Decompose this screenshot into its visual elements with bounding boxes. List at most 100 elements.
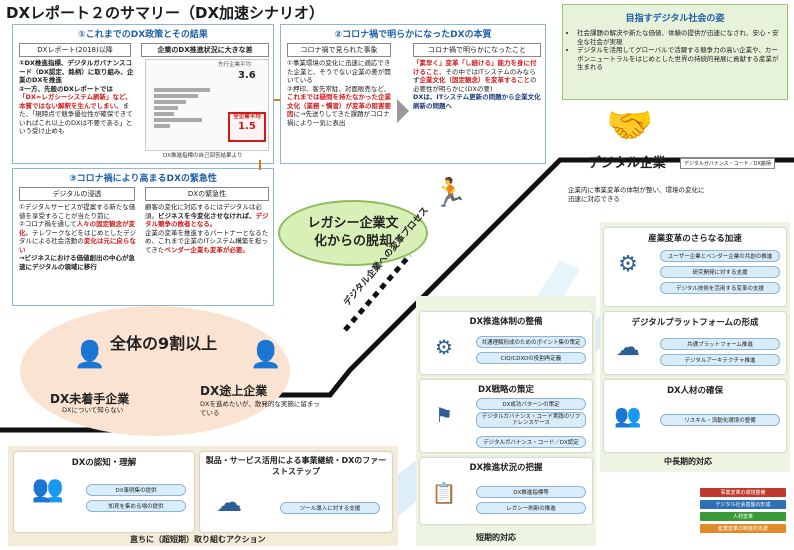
dx-in-progress-label: DX途上企業 bbox=[200, 384, 268, 398]
panel-right-text: 顧客の変化に対応するにはデジタルは必須。ビジネスを今変化させなければ、デジタル競… bbox=[145, 203, 269, 254]
cloud-money-icon: ☁ bbox=[216, 488, 242, 518]
immediate-card: 製品・サービス活用による事業継続・DXのファーストステップ ☁ ツール導入に対す… bbox=[200, 452, 392, 532]
card-pill: デジタル技術を活用する変革の支援 bbox=[660, 282, 780, 294]
immediate-card: DXの認知・理解 👥 DX事例集の提供 知見を集める場の提供 bbox=[14, 452, 194, 532]
legacy-culture-cloud: レガシー企業文化からの脱却 bbox=[278, 200, 428, 266]
chart-bars bbox=[154, 88, 234, 138]
card-title: 産業変革のさらなる加速 bbox=[648, 234, 742, 244]
digital-company-label: デジタル企業 bbox=[588, 156, 666, 171]
text-red: 「素早く」変革「し続ける」能力を身に付けること bbox=[413, 59, 537, 76]
cloud-text: レガシー企業文化からの脱却 bbox=[307, 216, 399, 249]
card-pill: デジタルガバナンス・コード／DX認定 bbox=[476, 436, 586, 448]
card-title: DX推進体制の整備 bbox=[469, 317, 543, 327]
panel-title: ②コロナ禍で明らかになったDXの本質 bbox=[334, 30, 492, 40]
text-2: ②一方、先般のDXレポートでは bbox=[19, 84, 113, 93]
dx-not-started-label: DX未着手企業 bbox=[50, 392, 130, 406]
text-red-2: ベンダー企業も変革が必要。 bbox=[164, 245, 249, 254]
panel-right-text: 「素早く」変革「し続ける」能力を身に付けること、その中ではITシステムのみならず… bbox=[413, 59, 541, 110]
text-bold: ビジネスを今変化させなければ、 bbox=[158, 211, 256, 220]
legend-item: 産業変革の制度的支援 bbox=[700, 524, 786, 533]
card-title: DX人材の確保 bbox=[666, 386, 724, 396]
card-pill: ツール導入に対する支援 bbox=[280, 502, 380, 514]
legend-item: 事業変革の環境整備 bbox=[700, 488, 786, 497]
chart-label-bottom: 全企業平均 bbox=[233, 114, 261, 120]
mid-footer: 中長期的対応 bbox=[664, 457, 712, 466]
text-red-2: 企業文化（固定観念）を変革すること bbox=[419, 76, 531, 84]
short-card: DX推進状況の把握 📋 DX推進指標等 レガシー刷新の推進 bbox=[420, 458, 592, 524]
card-title: デジタルプラットフォームの形成 bbox=[631, 318, 759, 328]
chart-caption: DX推進指標の自己回答結果より bbox=[163, 153, 243, 159]
card-pill: ユーザー企業とベンダー企業の共創の推進 bbox=[660, 250, 780, 262]
goal-bullet: デジタルを活用してグローバルで活躍する競争力の高い企業や、カーボンニュートラルを… bbox=[577, 46, 783, 72]
card-pill: デジタルアーキテクチャ推進 bbox=[660, 354, 780, 366]
card-pill: 研究開発に対する支援 bbox=[660, 266, 780, 278]
panel-past-policy: ①これまでのDX政策とその結果 DXレポート(2018)以降 ①DX推進指標、デ… bbox=[12, 24, 274, 164]
text-2: ②押印、客先常駐、対面販売など、 bbox=[287, 84, 391, 93]
text-1: ①デジタルサービスが提案する新たな価値を享受することが当たり前に bbox=[19, 203, 136, 220]
card-title: DXの認知・理解 bbox=[71, 458, 137, 468]
mid-card: デジタルプラットフォームの形成 ☁ 共通プラットフォーム推進 デジタルアーキテク… bbox=[604, 312, 786, 374]
panel-covid-essence: ②コロナ禍で明らかになったDXの本質 コロナ禍で見られた事象 ①事業環境の変化に… bbox=[280, 24, 546, 164]
card-pill: DX事例集の提供 bbox=[86, 484, 186, 496]
legend-item: 人材変革 bbox=[700, 512, 786, 521]
card-pill: DX推進指標等 bbox=[476, 486, 586, 498]
panel-right-header: 企業のDX推進状況に大きな差 bbox=[141, 43, 269, 57]
thinking-person-icon: 👤 bbox=[73, 340, 107, 370]
card-pill: 共通理解形成のためのポイント集の策定 bbox=[476, 336, 586, 348]
text-1: 顧客の変化に対応するにはデジタルは必須。 bbox=[145, 203, 262, 220]
card-pill: 知見を集める場の提供 bbox=[86, 500, 186, 512]
text-red: これまでは疑問を持たなかった企業文化（業務・慣習）が変革の阻害要因 bbox=[287, 93, 391, 118]
majority-text: 全体の9割以上 bbox=[110, 334, 218, 353]
short-footer: 短期的対応 bbox=[476, 533, 516, 542]
panel-right-header: コロナ禍で明らかになったこと bbox=[413, 43, 541, 57]
text-2: の必要性が明らかに(DXの要) bbox=[413, 76, 537, 93]
page-title: DXレポート２のサマリー（DX加速シナリオ） bbox=[6, 4, 325, 22]
digital-company-tag: デジタルガバナンス・コード／DX銘柄 bbox=[680, 158, 775, 169]
text-red: 「DX=レガシーシステム刷新」など、本質ではない解釈を生んでしまい、 bbox=[19, 93, 132, 110]
panel-left-header: DXレポート(2018)以降 bbox=[19, 43, 131, 57]
text-1: ①事業環境の変化に迅速に適応できた企業と、そうでない企業の差が開いている bbox=[287, 59, 391, 84]
panel-left-text: ①事業環境の変化に迅速に適応できた企業と、そうでない企業の差が開いている ②押印… bbox=[287, 59, 395, 127]
flag-map-icon: ⚑ bbox=[435, 403, 453, 427]
people-icon: 👥 bbox=[614, 404, 642, 429]
dx-not-started-desc: DXについて知らない bbox=[62, 406, 124, 414]
chart-value-top: 3.6 bbox=[238, 70, 256, 81]
card-pill: 共通プラットフォーム推進 bbox=[660, 338, 780, 350]
text-red-2: 変化は元に戻らない bbox=[19, 237, 136, 254]
short-card: DX戦略の策定 ⚑ DX成功パターンの策定 デジタルガバナンス・コード実践のリフ… bbox=[420, 380, 592, 452]
chart-highlight: 全企業平均 1.5 bbox=[228, 112, 266, 142]
person-icon: 👤 bbox=[249, 340, 283, 370]
text-red: デジタル競争の敗者となる。 bbox=[145, 211, 269, 229]
text-1: ①DX推進指標、デジタルガバナンスコード（DX認定、銘柄）に取り組み、企業のDX… bbox=[19, 59, 134, 84]
people-icon: 👥 bbox=[31, 474, 65, 504]
chart-value-bottom: 1.5 bbox=[238, 121, 256, 132]
legend-item: デジタル社会基盤の形成 bbox=[700, 500, 786, 509]
text-red: 人々の固定観念が変化 bbox=[19, 220, 136, 237]
mid-card: DX人材の確保 👥 リスキル・流動化環境の整備 bbox=[604, 380, 786, 452]
panel-urgency: ③コロナ禍により高まるDXの緊急性 デジタルの浸透 ①デジタルサービスが提案する… bbox=[12, 168, 274, 306]
arrow-right-icon bbox=[397, 99, 409, 123]
network-people-icon: ⚙ bbox=[618, 252, 638, 277]
goal-title: 目指すデジタル社会の姿 bbox=[625, 14, 725, 24]
panel-left-header: コロナ禍で見られた事象 bbox=[287, 43, 391, 57]
text-2: ②コロナ禍を通して bbox=[19, 220, 77, 228]
majority-ellipse bbox=[20, 306, 290, 436]
text-3: 。テレワークなどをはじめとしたデジタルによる社会活動の bbox=[19, 228, 136, 246]
mid-card: 産業変革のさらなる加速 ⚙ ユーザー企業とベンダー企業の共創の推進 研究開発に対… bbox=[604, 228, 786, 306]
dx-in-progress-desc: DXを進めたいが、散発的な実施に留まっている bbox=[200, 400, 320, 417]
panel-title: ①これまでのDX政策とその結果 bbox=[78, 30, 208, 40]
text-1: 、その中ではITシステムのみならず bbox=[413, 67, 536, 85]
panel-left-text: ①デジタルサービスが提案する新たな価値を享受することが当たり前に ②コロナ禍を通… bbox=[19, 203, 139, 271]
handshake-icon: 🤝 bbox=[606, 103, 654, 147]
digital-company-desc: 企業内に事業変革の体制が整い、環境の変化に迅速に対応できる bbox=[568, 186, 705, 203]
card-title: 製品・サービス活用による事業継続・DXのファーストステップ bbox=[205, 456, 387, 476]
runner-icon: 🏃 bbox=[432, 176, 468, 209]
goal-box: 目指すデジタル社会の姿 社会課題の解決や新たな価値、体験の提供が迅速になされ、安… bbox=[562, 4, 788, 100]
card-pill: リスキル・流動化環境の整備 bbox=[660, 414, 780, 426]
card-pill: デジタルガバナンス・コード実践のリファレンスケース bbox=[476, 412, 586, 428]
text-bold: DXは、ITシステム更新の問題から企業文化刷新の問題へ bbox=[413, 93, 541, 110]
text-2: 企業の変革を推進するパートナーとなるため、これまで企業のITシステム構築を担って… bbox=[145, 228, 269, 254]
short-card: DX推進体制の整備 ⚙ 共通理解形成のためのポイント集の策定 CIO/CDXOの… bbox=[420, 312, 592, 374]
text-3: また、「現時点で競争優位性が確保できていればこれ以上のDXは不要である」という受… bbox=[19, 101, 133, 136]
